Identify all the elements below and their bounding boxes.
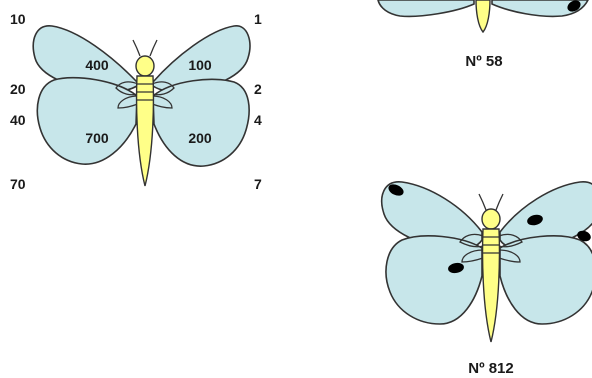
key-lower-left-wing [37, 78, 137, 164]
example58-body [476, 0, 490, 32]
wing-value-lower-left: 700 [85, 130, 109, 146]
example812-head [482, 209, 500, 229]
key-antennae [133, 40, 157, 56]
example-caption: Nº 812 [468, 360, 514, 377]
example812-thorax-abdomen [483, 229, 500, 342]
outer-left-value: 70 [10, 176, 26, 192]
wing-value-upper-left: 400 [85, 57, 109, 73]
example812-lower-left-wing [386, 236, 482, 324]
wing-value-lower-right: 200 [188, 130, 212, 146]
wing-value-upper-right: 100 [188, 57, 212, 73]
outer-right-value: 1 [254, 11, 262, 27]
example812-lower-right-wing [500, 236, 592, 324]
outer-left-value: 20 [10, 81, 26, 97]
example812-antennae [479, 194, 503, 210]
outer-right-value: 2 [254, 81, 262, 97]
outer-right-value: 7 [254, 176, 262, 192]
example-caption: Nº 58 [465, 53, 502, 70]
outer-left-value: 10 [10, 11, 26, 27]
key-head [136, 56, 154, 76]
example58-left-wing [378, 0, 474, 16]
example-butterfly-812: Nº 812 [382, 182, 592, 377]
outer-right-value: 4 [254, 112, 262, 128]
outer-left-value: 40 [10, 112, 26, 128]
example-butterfly-58: Nº 58 [378, 0, 588, 70]
key-butterfly: 400 100 700 200 10 20 40 70 1 2 4 7 [10, 11, 262, 192]
